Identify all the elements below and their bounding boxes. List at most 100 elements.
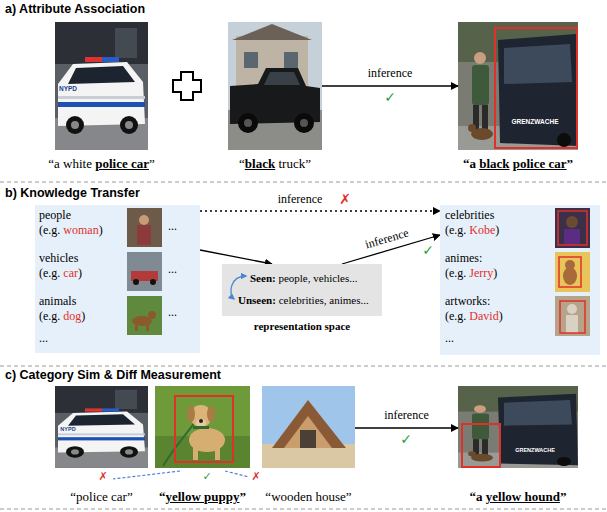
edge-label: inference: [382, 409, 431, 422]
node-text: (e.g.: [39, 266, 60, 280]
node-text: ): [495, 223, 499, 237]
arrow-connector: [355, 427, 458, 428]
node-text: police car: [513, 156, 567, 171]
section-heading: b) Knowledge Transfer: [5, 187, 140, 201]
node-text: celebrities: [445, 208, 494, 222]
node-text: police car: [95, 156, 149, 171]
node-text: yellow hound: [486, 489, 560, 504]
photo-panel: “yellow puppy”: [155, 386, 250, 504]
text-row: ...: [445, 331, 454, 346]
node-text: “a: [470, 489, 483, 504]
node-text: woman: [63, 223, 98, 237]
node-text: car: [63, 266, 78, 280]
check-mark: ✓: [400, 432, 412, 447]
node-text: ”: [567, 156, 574, 171]
node-text: ...: [39, 331, 48, 345]
node-text: Seen:: [250, 272, 276, 284]
section-heading: c) Category Sim & Diff Measurement: [5, 369, 221, 383]
node-text: “: [159, 489, 166, 504]
node-text: ”: [560, 489, 567, 504]
section-heading: a) Attribute Association: [5, 3, 145, 17]
node-text: (e.g.: [445, 266, 466, 280]
text-row: (e.g.David): [445, 309, 503, 324]
cross-mark: ✗: [339, 192, 351, 207]
text-row: animes:: [445, 251, 482, 266]
node-text: Kobe: [469, 223, 495, 237]
text-row: vehicles: [39, 251, 78, 266]
node-text: ): [99, 223, 103, 237]
text-row: ...: [168, 219, 177, 234]
node-text: Unseen:: [238, 294, 276, 306]
text-row: representation space: [254, 319, 350, 334]
text-row: “ablack police car”: [463, 156, 573, 171]
photo-text: GRENZWACHE: [512, 118, 559, 125]
arrow-connector: [200, 210, 440, 211]
text-row: “police car”: [70, 489, 132, 504]
node-text: (e.g.: [39, 309, 60, 323]
node-text: “wooden house”: [265, 489, 351, 504]
text-row: animals: [39, 294, 76, 309]
representation-box: Seen:people, vehicles...Unseen:celebriti…: [222, 264, 382, 316]
node-text: “: [239, 156, 245, 171]
node-text: animals: [39, 294, 76, 308]
node-text: “a white: [48, 156, 92, 171]
edge-label: inference: [366, 67, 415, 80]
arrow-connector: [322, 85, 458, 86]
text-row: (e.g.Jerry): [445, 266, 497, 281]
check-mark: ✓: [202, 471, 211, 483]
text-row: (e.g.car): [39, 266, 82, 281]
photo-panel: “blacktruck”: [228, 22, 322, 174]
edge-label: inference: [276, 193, 325, 206]
node-text: people: [39, 208, 71, 222]
text-row: ...: [168, 262, 177, 277]
node-text: ”: [240, 489, 247, 504]
node-text: representation space: [254, 320, 350, 332]
photo-text: NYPD: [59, 85, 77, 92]
concept-box: celebrities(e.g.Kobe)animes:(e.g.Jerry)a…: [440, 205, 600, 355]
node-text: “police car”: [70, 489, 132, 504]
photo-panel: “a whitepolice car”: [55, 22, 148, 174]
photo-panel: “police car”: [55, 386, 148, 504]
node-text: vehicles: [39, 251, 78, 265]
node-text: ...: [168, 219, 177, 233]
check-mark: ✓: [422, 243, 434, 258]
node-text: celebrities, animes...: [279, 294, 369, 306]
text-row: “wooden house”: [265, 489, 351, 504]
text-row: (e.g.dog): [39, 309, 85, 324]
node-text: ”: [149, 156, 155, 171]
text-row: “blacktruck”: [239, 156, 311, 171]
photo-panel: “wooden house”: [262, 386, 355, 504]
text-row: “a whitepolice car”: [48, 156, 155, 171]
node-text: dog: [63, 309, 81, 323]
node-text: artworks:: [445, 294, 490, 308]
text-row: (e.g.Kobe): [445, 223, 499, 238]
text-row: Unseen:celebrities, animes...: [238, 293, 369, 308]
check-mark: ✓: [384, 90, 396, 105]
node-text: ): [499, 309, 503, 323]
edge-label: inference: [362, 225, 412, 251]
node-text: ): [493, 266, 497, 280]
text-row: “ayellow hound”: [470, 489, 567, 504]
node-text: ...: [168, 305, 177, 319]
node-text: black: [479, 156, 509, 171]
text-row: “yellow puppy”: [159, 489, 246, 504]
node-text: David: [469, 309, 498, 323]
photo-text: GRENZWACHE: [515, 447, 555, 453]
text-row: celebrities: [445, 208, 494, 223]
node-text: black: [245, 156, 275, 171]
node-text: Jerry: [469, 266, 493, 280]
photo-panel: “ablack police car”: [458, 22, 578, 174]
node-text: people, vehicles...: [278, 272, 357, 284]
text-row: people: [39, 208, 71, 223]
text-row: ...: [168, 305, 177, 320]
node-text: ...: [445, 331, 454, 345]
node-text: ): [81, 309, 85, 323]
photo-text: NYPD: [60, 426, 75, 432]
node-text: (e.g.: [445, 223, 466, 237]
text-row: (e.g.woman): [39, 223, 103, 238]
node-text: (e.g.: [39, 223, 60, 237]
node-text: truck”: [278, 156, 310, 171]
text-row: ...: [39, 331, 48, 346]
node-text: “a: [463, 156, 476, 171]
